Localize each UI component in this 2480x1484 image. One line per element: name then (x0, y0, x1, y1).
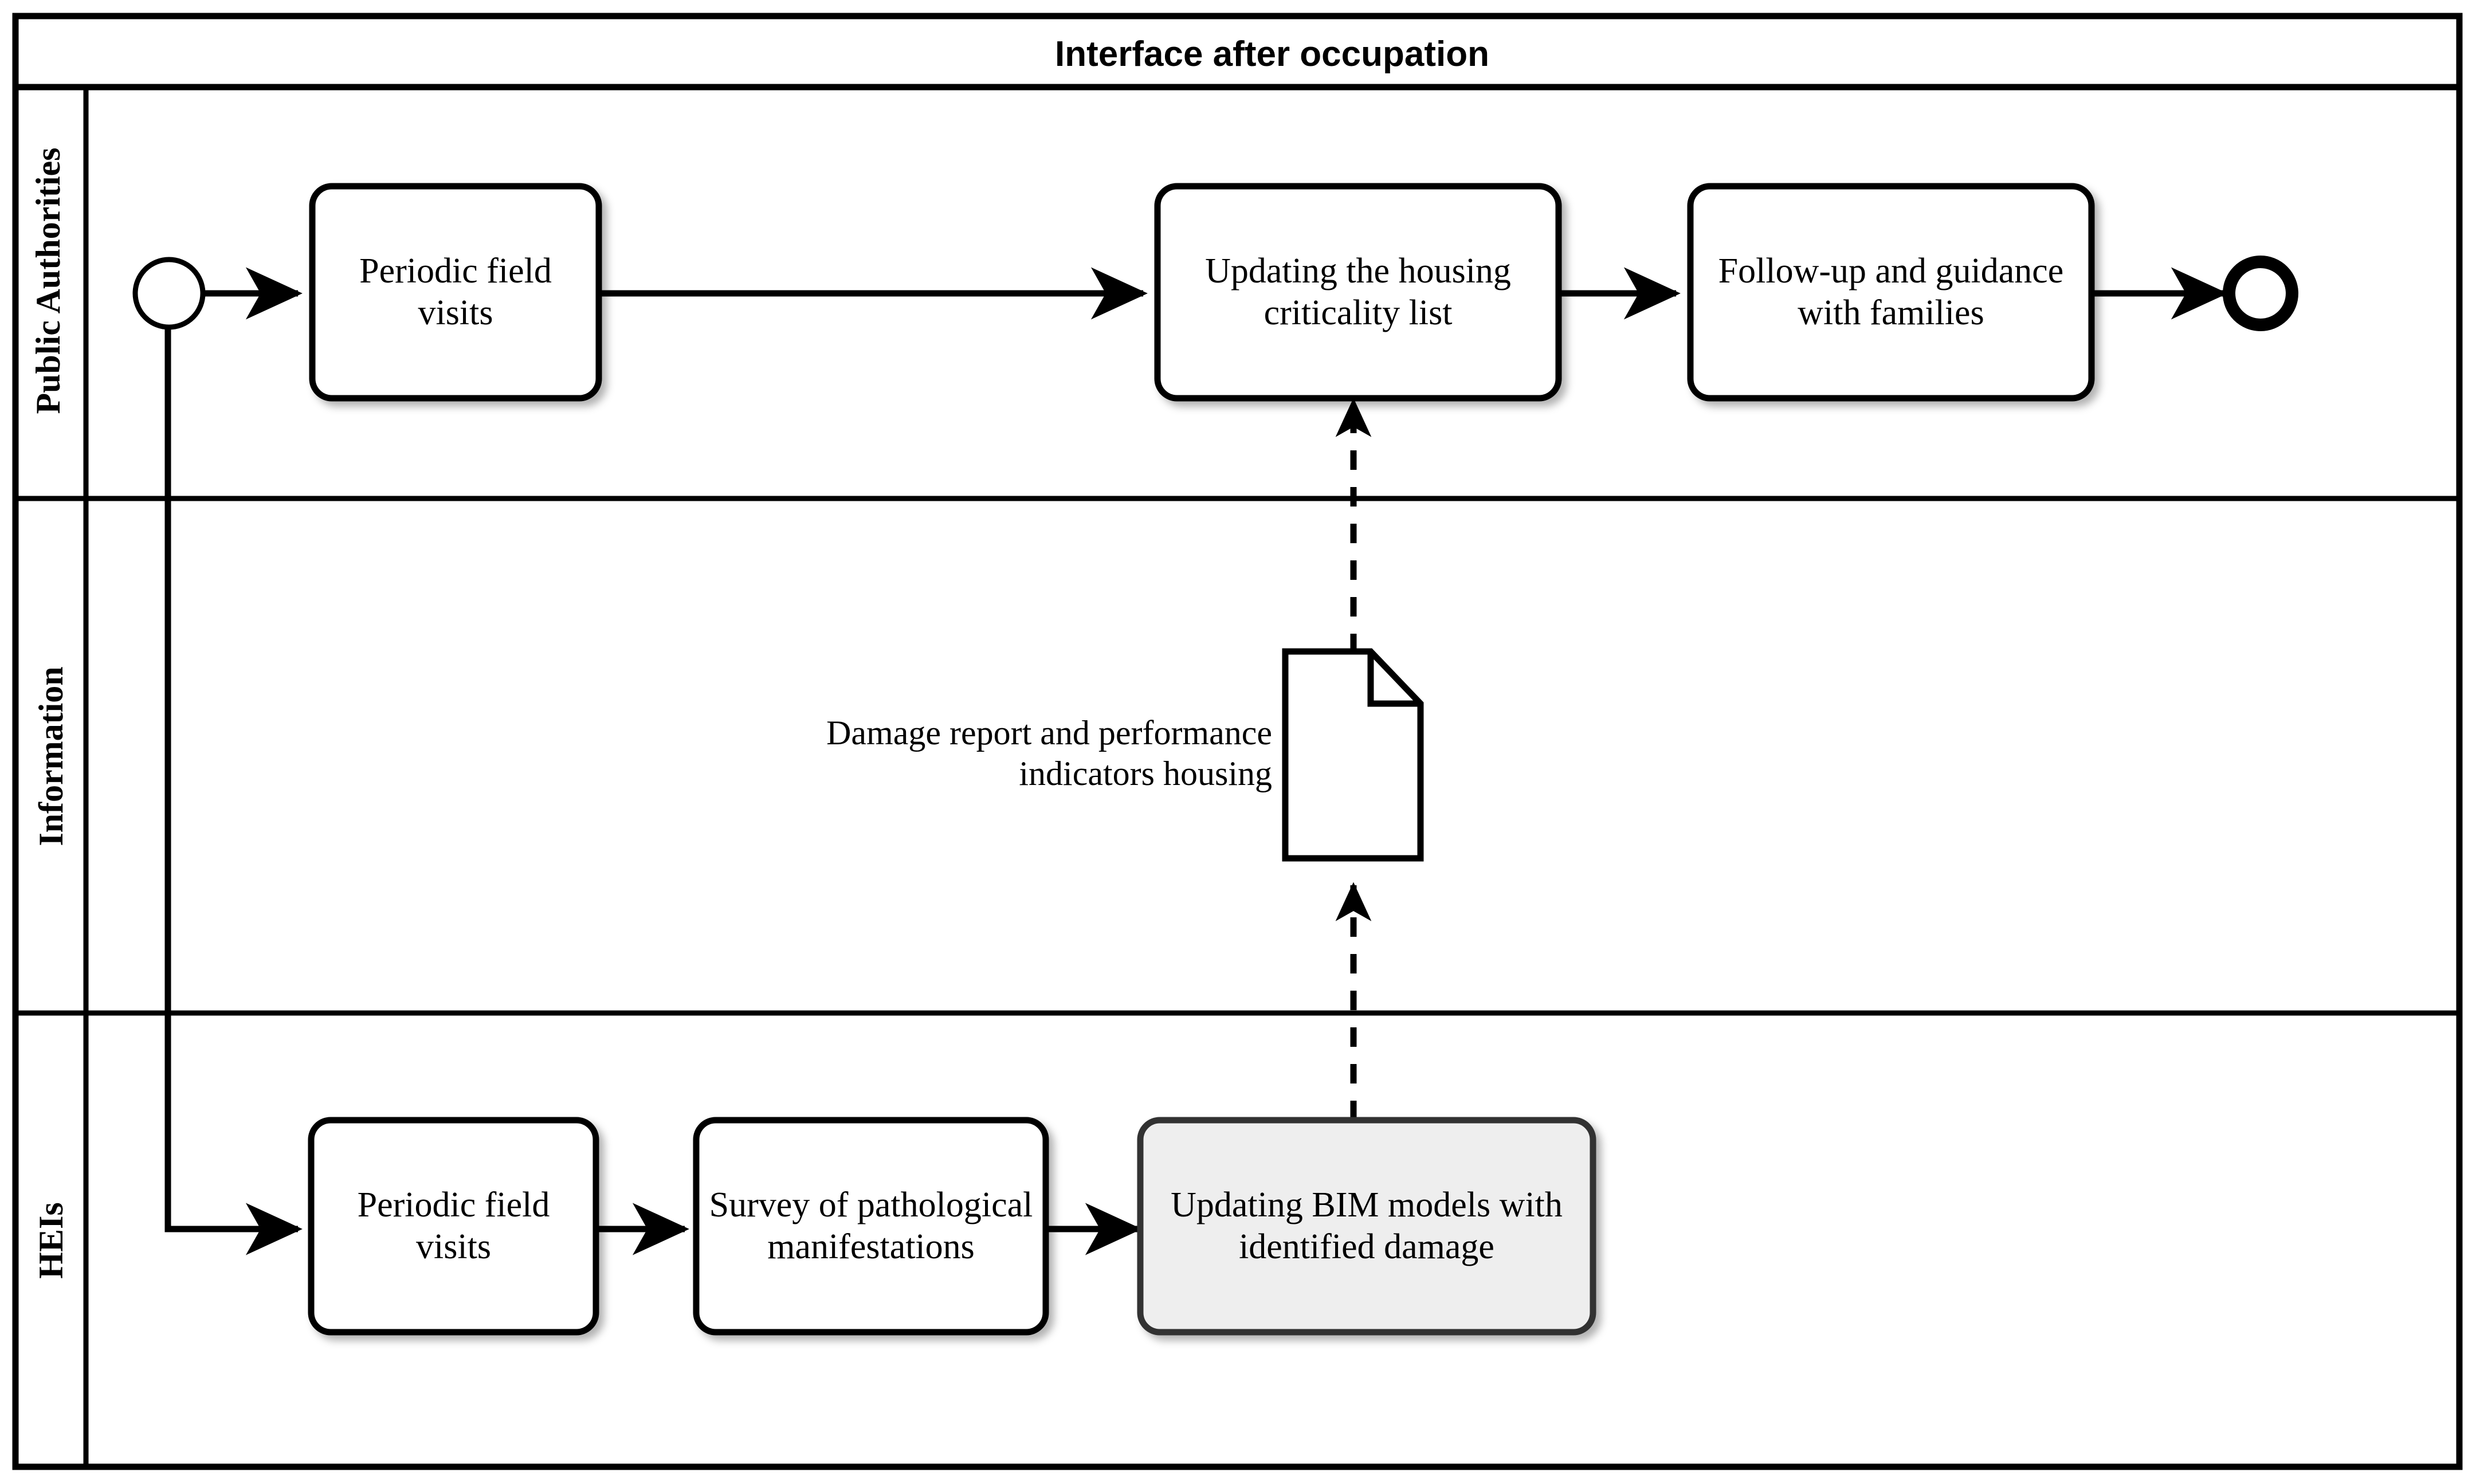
end-event[interactable] (2223, 256, 2298, 331)
task-label-pa-periodic-field-visits: Periodic field visits (359, 251, 552, 332)
event-layer (132, 256, 2298, 331)
task-shape-heis-periodic-field-visits[interactable] (308, 1117, 599, 1336)
pool-title: Interface after occupation (1055, 34, 1489, 74)
lane-label-heis: HEIs (32, 1202, 70, 1279)
data-object-label-damage-report: Damage report and performance indicators… (826, 714, 1272, 792)
lane-label-information: Information (32, 666, 70, 846)
task-shape-pa-updating-criticality-list[interactable] (1154, 183, 1562, 402)
task-label-heis-updating-bim-models: Updating BIM models with identified dama… (1171, 1185, 1563, 1266)
task-shape-layer (308, 183, 2095, 1336)
task-label-pa-follow-up-families: Follow-up and guidance with families (1718, 251, 2064, 332)
task-shape-heis-survey-pathological[interactable] (693, 1117, 1049, 1336)
sequence-flow-layer (164, 267, 2228, 1255)
task-shape-pa-follow-up-families[interactable] (1687, 183, 2095, 402)
task-label-heis-periodic-field-visits: Periodic field visits (357, 1185, 550, 1266)
flow-start-to-heis-visits (164, 321, 303, 1255)
lane-label-public-authorities: Public Authorities (29, 147, 67, 414)
task-shape-heis-updating-bim-models[interactable] (1137, 1117, 1596, 1336)
task-label-heis-survey-pathological: Survey of pathological manifestations (709, 1185, 1033, 1266)
task-shape-pa-periodic-field-visits[interactable] (309, 183, 602, 402)
task-label-pa-updating-criticality-list: Updating the housing criticality list (1205, 251, 1511, 332)
document-icon[interactable] (1282, 648, 1424, 862)
start-event[interactable] (132, 257, 206, 330)
